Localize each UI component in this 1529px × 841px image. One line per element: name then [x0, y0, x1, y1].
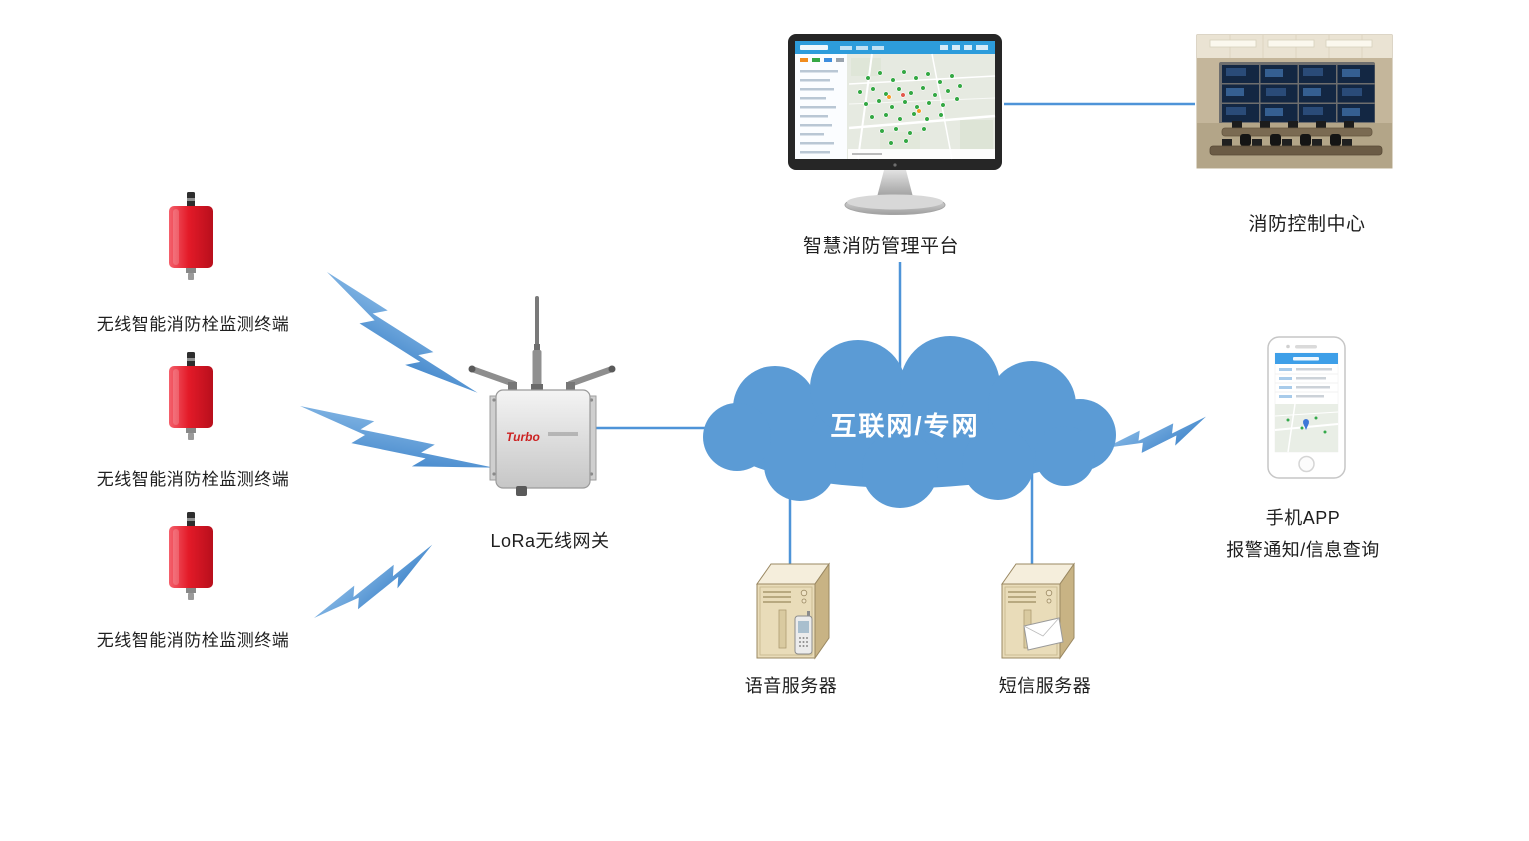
platform-label: 智慧消防管理平台 — [802, 236, 959, 257]
cloud-label: 互联网/专网 — [830, 411, 980, 441]
hydrant-terminal-device — [169, 512, 213, 600]
ceiling-light — [1209, 39, 1257, 48]
hydrant-markers — [857, 69, 963, 146]
gateway-label: LoRa无线网关 — [490, 531, 610, 551]
sms-server-device — [1001, 563, 1075, 659]
control-center-label: 消防控制中心 — [1248, 214, 1366, 235]
screen-sidebar — [795, 54, 847, 159]
ceiling-light — [1267, 39, 1315, 48]
antenna-icon — [567, 365, 616, 387]
screen-map — [847, 53, 996, 160]
lightning-connector — [293, 406, 499, 479]
internet-cloud — [703, 336, 1116, 508]
hydrant-terminal-device — [169, 192, 213, 280]
monitor-screen — [795, 41, 996, 167]
gateway-brand: Turbo — [506, 430, 540, 444]
sim-card-icon — [1023, 617, 1064, 651]
terminal-label: 无线智能消防栓监测终端 — [96, 470, 290, 489]
lightning-connector — [306, 272, 494, 403]
phone-screen — [1274, 352, 1339, 453]
phone-app-label: 手机APP — [1265, 508, 1341, 528]
voice-server-label: 语音服务器 — [744, 676, 838, 696]
terminal-label: 无线智能消防栓监测终端 — [96, 631, 290, 650]
terminal-label: 无线智能消防栓监测终端 — [96, 315, 290, 334]
home-button — [1298, 455, 1315, 473]
camera-icon — [1286, 344, 1290, 349]
operator-desks — [1209, 121, 1383, 156]
monitor-logo — [893, 163, 897, 167]
earpiece — [1295, 345, 1317, 349]
hydrant-terminal-device — [169, 352, 213, 440]
video-wall — [1219, 62, 1375, 124]
lora-gateway-device: Turbo — [468, 296, 616, 496]
phone-app-sublabel: 报警通知/信息查询 — [1226, 540, 1380, 560]
voice-server-device — [756, 563, 830, 659]
sms-server-label: 短信服务器 — [998, 676, 1092, 696]
handset-icon — [794, 611, 813, 655]
antenna-icon — [468, 365, 517, 387]
phone-device — [1267, 336, 1346, 479]
monitor-stand — [844, 170, 946, 215]
phone-map — [1274, 403, 1339, 453]
ceiling-light — [1325, 39, 1373, 48]
antenna-icon — [531, 296, 543, 391]
map-pin-icon — [1303, 419, 1309, 430]
platform-monitor — [788, 34, 1002, 215]
lightning-connector — [1105, 394, 1211, 478]
control-center-photo — [1196, 34, 1393, 169]
